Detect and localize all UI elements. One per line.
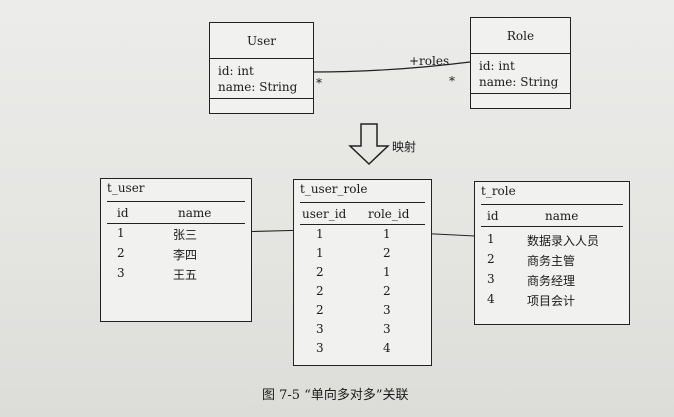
class-name: Role xyxy=(471,18,570,54)
class-name: User xyxy=(210,23,313,59)
class-attributes: id: int name: String xyxy=(210,59,313,99)
divider xyxy=(300,202,425,203)
column-header: id xyxy=(117,206,129,220)
table-cell: 3 xyxy=(316,322,324,336)
table-cell: 4 xyxy=(383,341,391,355)
table-cell: 3 xyxy=(383,303,391,317)
table-cell: 3 xyxy=(117,266,125,280)
attribute: id: int xyxy=(479,59,515,73)
table-cell: 2 xyxy=(316,284,324,298)
table-name: t_user_role xyxy=(300,182,368,196)
table-cell: 2 xyxy=(117,246,125,260)
class-attributes: id: int name: String xyxy=(471,54,570,94)
table-cell: 2 xyxy=(316,265,324,279)
table-cell: 1 xyxy=(117,226,125,240)
figure-caption: 图 7-5 “单向多对多”关联 xyxy=(262,388,409,403)
divider xyxy=(107,201,245,202)
attribute: name: String xyxy=(218,80,298,94)
mapping-arrow-icon xyxy=(348,123,390,166)
table-cell: 项目会计 xyxy=(527,294,576,308)
table-cell: 1 xyxy=(383,227,391,241)
table-cell: 商务经理 xyxy=(527,274,576,288)
attribute: name: String xyxy=(479,75,559,89)
table-cell: 1 xyxy=(316,227,324,241)
table-t-user: t_user id name 1 张三 2 李四 3 王五 xyxy=(100,178,252,322)
table-cell: 3 xyxy=(487,272,495,286)
table-cell: 王五 xyxy=(173,268,198,282)
table-cell: 2 xyxy=(383,284,391,298)
column-header: id xyxy=(487,209,499,223)
table-name: t_user xyxy=(107,181,145,195)
table-cell: 张三 xyxy=(173,228,198,242)
association-label: +roles xyxy=(409,54,450,68)
table-cell: 1 xyxy=(487,232,495,246)
table-cell: 1 xyxy=(383,265,391,279)
divider xyxy=(107,223,245,224)
table-cell: 李四 xyxy=(173,248,198,262)
divider xyxy=(481,204,623,205)
table-name: t_role xyxy=(481,184,516,198)
class-methods xyxy=(471,94,570,106)
class-methods xyxy=(210,99,313,111)
attribute: id: int xyxy=(218,64,254,78)
association-line xyxy=(312,61,471,73)
uml-class-user: User id: int name: String xyxy=(209,22,314,114)
column-header: name xyxy=(545,209,579,223)
table-cell: 数据录入人员 xyxy=(527,234,600,248)
table-cell: 2 xyxy=(487,252,495,266)
table-t-user-role: t_user_role user_id role_id 1 1 1 2 2 1 … xyxy=(293,179,432,366)
table-cell: 商务主管 xyxy=(527,254,576,268)
table-cell: 4 xyxy=(487,292,495,306)
table-cell: 3 xyxy=(316,341,324,355)
table-t-role: t_role id name 1 数据录入人员 2 商务主管 3 商务经理 4 … xyxy=(474,181,630,325)
mapping-label: 映射 xyxy=(392,140,417,154)
column-header: user_id xyxy=(302,207,347,221)
table-cell: 3 xyxy=(383,322,391,336)
divider xyxy=(300,224,425,225)
multiplicity-left: * xyxy=(316,76,322,90)
table-cell: 2 xyxy=(316,303,324,317)
uml-class-role: Role id: int name: String xyxy=(470,17,571,109)
divider xyxy=(481,226,623,227)
multiplicity-right: * xyxy=(449,74,455,88)
column-header: name xyxy=(178,206,212,220)
table-cell: 2 xyxy=(383,246,391,260)
table-cell: 1 xyxy=(316,246,324,260)
column-header: role_id xyxy=(368,207,410,221)
